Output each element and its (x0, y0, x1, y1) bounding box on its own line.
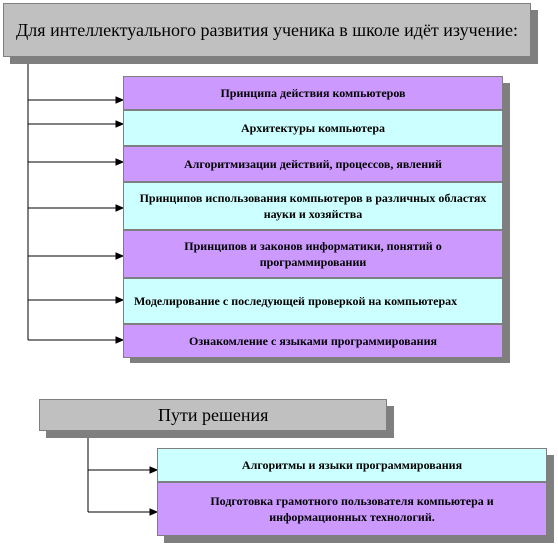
header-top: Для интеллектуального развития ученика в… (3, 3, 531, 57)
arrow-head-7 (115, 336, 125, 344)
arrow-head-6 (115, 296, 125, 304)
arrow-head-3 (115, 158, 125, 166)
item-modeling-label: Моделирование с последующей проверкой на… (134, 294, 458, 308)
item-computer-architecture: Архитектуры компьютера (123, 110, 503, 146)
arrow-head-8 (149, 466, 159, 474)
item-informatics-laws-label: Принципов и законов информатики, понятий… (184, 239, 442, 269)
header-bottom-label: Пути решения (158, 405, 269, 425)
arrow-head-1 (115, 96, 125, 104)
item-informatics-laws: Принципов и законов информатики, понятий… (123, 230, 503, 278)
arrow-head-4 (115, 204, 125, 212)
item-algorithms-languages-label: Алгоритмы и языки программирования (241, 458, 463, 472)
item-user-training-label: Подготовка грамотного пользователя компь… (210, 494, 494, 524)
header-bottom: Пути решения (39, 399, 387, 431)
header-top-label: Для интеллектуального развития ученика в… (16, 20, 518, 40)
item-computer-usage-label: Принципов использования компьютеров в ра… (139, 191, 487, 221)
item-computer-principles: Принципа действия компьютеров (123, 76, 503, 110)
item-computer-principles-label: Принципа действия компьютеров (220, 86, 406, 100)
item-user-training: Подготовка грамотного пользователя компь… (157, 482, 547, 536)
arrow-head-5 (115, 252, 125, 260)
item-programming-languages: Ознакомление с языками программирования (123, 324, 503, 358)
item-modeling: Моделирование с последующей проверкой на… (123, 278, 503, 324)
arrow-head-9 (149, 508, 159, 516)
item-computer-usage: Принципов использования компьютеров в ра… (123, 182, 503, 230)
item-algorithmization: Алгоритмизации действий, процессов, явле… (123, 146, 503, 182)
arrow-head-2 (115, 120, 125, 128)
item-algorithms-languages: Алгоритмы и языки программирования (157, 448, 547, 482)
item-algorithmization-label: Алгоритмизации действий, процессов, явле… (184, 157, 442, 171)
item-computer-architecture-label: Архитектуры компьютера (240, 121, 386, 135)
item-programming-languages-label: Ознакомление с языками программирования (189, 334, 437, 348)
